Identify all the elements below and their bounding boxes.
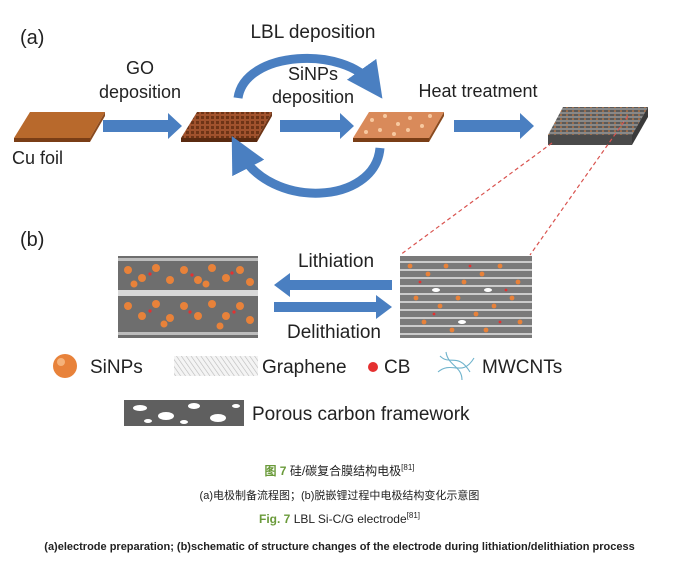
go-deposition-label-1: GO xyxy=(126,58,154,78)
caption-cn-ref: [81] xyxy=(401,463,415,472)
lithiation-arrow xyxy=(274,273,392,297)
go-coated-plate xyxy=(181,112,272,142)
panel-b-label: (b) xyxy=(20,229,44,251)
stacked-electrode xyxy=(548,107,648,145)
legend-graphene-swatch xyxy=(174,356,258,376)
delithiation-label: Delithiation xyxy=(287,322,381,343)
delithiation-arrow xyxy=(274,295,392,319)
legend-mwcnts-swatch xyxy=(437,351,475,381)
caption-en-title-text: LBL Si-C/G electrode xyxy=(293,512,407,526)
legend-porous-label: Porous carbon framework xyxy=(252,404,470,425)
caption-cn-fig-label: 图 7 xyxy=(264,464,287,478)
legend-mwcnts-label: MWCNTs xyxy=(482,357,562,378)
caption-en-ref: [81] xyxy=(406,511,420,520)
lithiation-label: Lithiation xyxy=(298,251,374,272)
caption-cn-title: 图 7 硅/碳复合膜结构电极[81] xyxy=(0,462,679,479)
cu-foil-label: Cu foil xyxy=(12,148,63,168)
caption-cn-sub: (a)电极制备流程图；(b)脱嵌锂过程中电极结构变化示意图 xyxy=(199,490,480,502)
zoom-line-2 xyxy=(529,115,629,256)
lbl-loop-bottom-arrow xyxy=(231,136,385,198)
go-deposition-arrow xyxy=(103,113,182,139)
delithiated-electrode xyxy=(400,256,532,338)
cu-foil-plate xyxy=(14,112,105,142)
legend-graphene-label: Graphene xyxy=(262,357,347,378)
caption-en-sub: (a)electrode preparation; (b)schematic o… xyxy=(44,541,635,553)
caption-en-fig-label: Fig. 7 xyxy=(259,512,291,526)
legend-cb-swatch xyxy=(368,362,378,372)
lithiated-electrode xyxy=(118,256,258,338)
legend-sinps-swatch xyxy=(53,354,77,378)
sinp-coated-plate xyxy=(353,112,444,142)
heat-treatment-label: Heat treatment xyxy=(418,81,537,101)
sinps-deposition-label-2: deposition xyxy=(272,87,354,107)
lbl-deposition-label: LBL deposition xyxy=(250,22,375,43)
to-sinps-arrow xyxy=(280,113,354,139)
sinps-deposition-label-1: SiNPs xyxy=(288,64,338,84)
go-deposition-label-2: deposition xyxy=(99,82,181,102)
legend-porous-swatch xyxy=(124,400,244,426)
heat-treatment-arrow xyxy=(454,113,534,139)
zoom-line-1 xyxy=(399,142,553,256)
panel-a-label: (a) xyxy=(20,27,44,49)
legend-cb-label: CB xyxy=(384,357,410,378)
caption-cn-title-text: 硅/碳复合膜结构电极 xyxy=(289,464,402,478)
legend-sinps-label: SiNPs xyxy=(90,357,143,378)
figure-diagram: (a) Cu foil GO deposition LBL deposition… xyxy=(12,22,648,426)
lbl-loop-top-arrow xyxy=(233,53,383,100)
caption-en-title: Fig. 7 LBL Si-C/G electrode[81] xyxy=(0,511,679,526)
